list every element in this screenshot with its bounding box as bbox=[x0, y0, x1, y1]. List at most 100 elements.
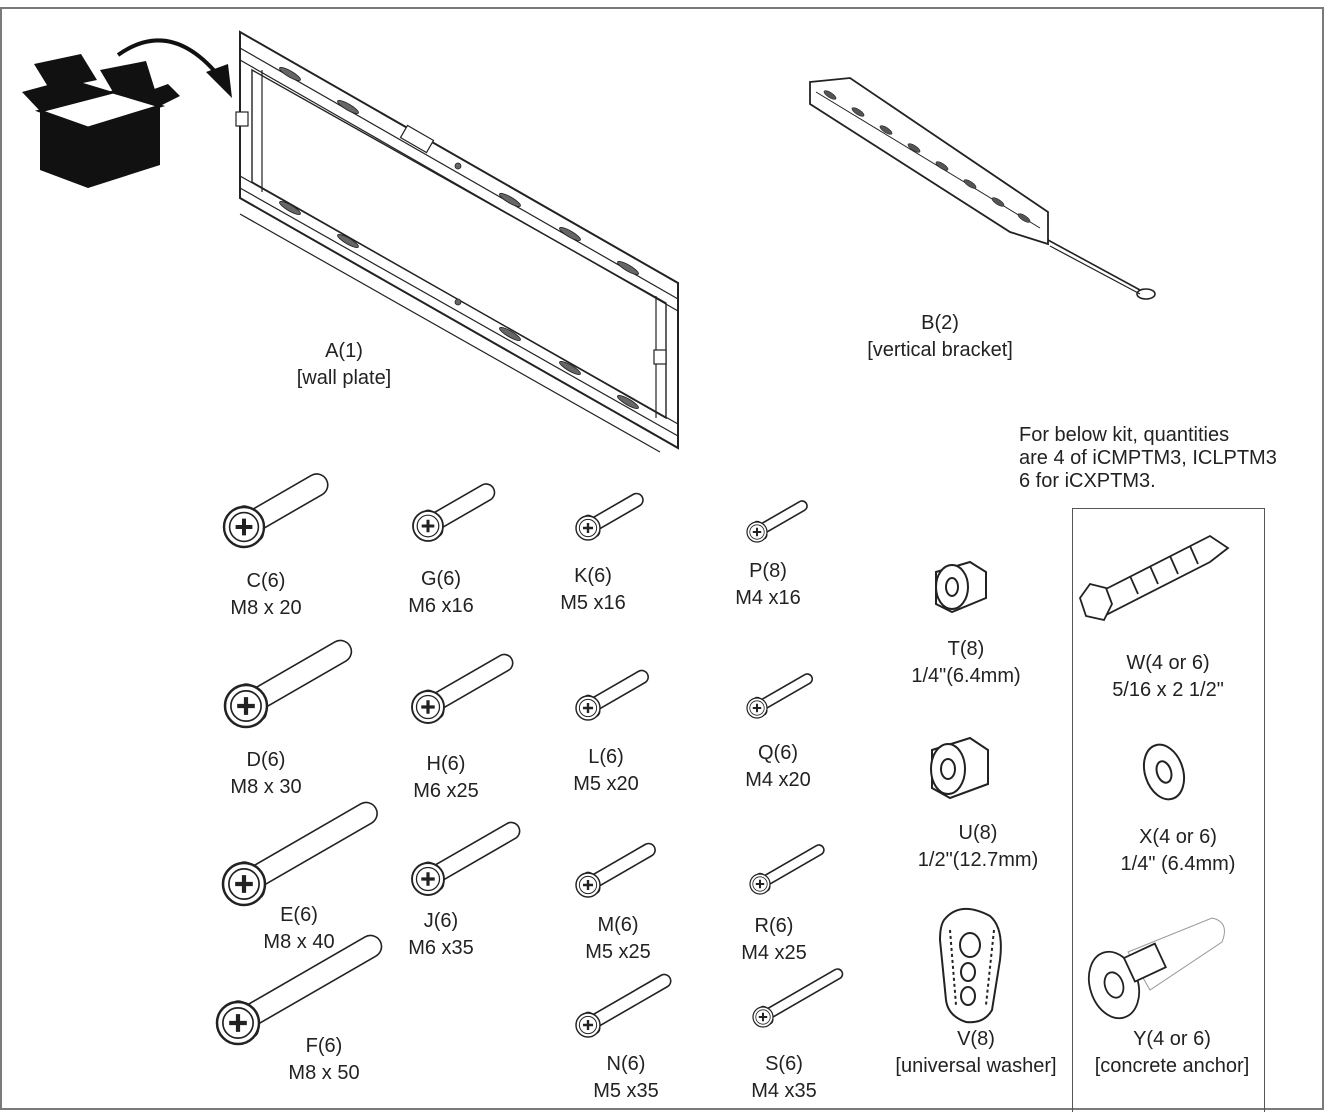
part-id: T(8) bbox=[947, 638, 985, 660]
kit-note-line-3: 6 for iCXPTM3. bbox=[1019, 470, 1156, 492]
part-label-h: H(6) M6 x25 bbox=[413, 751, 479, 805]
part-label-r: R(6) M4 x25 bbox=[741, 913, 807, 967]
part-label-b: B(2) [vertical bracket] bbox=[867, 310, 1013, 364]
part-desc: M8 x 20 bbox=[230, 597, 302, 619]
part-id: Q(6) bbox=[758, 742, 798, 764]
screw-h-icon bbox=[412, 653, 514, 723]
screw-d-icon bbox=[225, 639, 353, 727]
part-desc: M5 x25 bbox=[585, 941, 651, 963]
part-label-u: U(8) 1/2"(12.7mm) bbox=[918, 820, 1038, 874]
part-id: F(6) bbox=[305, 1035, 343, 1057]
part-id: G(6) bbox=[421, 568, 461, 590]
concrete-anchor-drawing bbox=[1087, 917, 1225, 1020]
screw-r-icon bbox=[750, 844, 825, 894]
part-label-a: A(1) [wall plate] bbox=[297, 338, 392, 392]
part-label-e: E(6) M8 x 40 bbox=[263, 902, 334, 956]
part-label-v: V(8) [universal washer] bbox=[895, 1026, 1056, 1080]
part-id: R(6) bbox=[754, 915, 794, 937]
part-desc: [wall plate] bbox=[296, 367, 392, 389]
part-desc: M6 x35 bbox=[408, 937, 474, 959]
part-desc: M8 x 30 bbox=[230, 776, 302, 798]
part-desc: M5 x35 bbox=[593, 1080, 659, 1102]
screw-p-icon bbox=[747, 500, 808, 542]
part-label-t: T(8) 1/4"(6.4mm) bbox=[911, 636, 1020, 690]
part-label-m: M(6) M5 x25 bbox=[585, 912, 651, 966]
part-id: A(1) bbox=[325, 340, 363, 362]
part-desc: 1/4" (6.4mm) bbox=[1120, 853, 1236, 875]
part-desc: M4 x16 bbox=[735, 587, 801, 609]
part-label-p: P(8) M4 x16 bbox=[735, 558, 801, 612]
part-id: K(6) bbox=[574, 565, 612, 587]
screw-q-icon bbox=[747, 673, 813, 718]
part-label-s: S(6) M4 x35 bbox=[751, 1051, 817, 1105]
screw-l-icon bbox=[576, 669, 649, 720]
universal-washer-drawing bbox=[938, 908, 1002, 1024]
part-desc: [concrete anchor] bbox=[1094, 1055, 1250, 1077]
diagram-frame bbox=[0, 7, 1324, 1110]
part-id: B(2) bbox=[921, 312, 959, 334]
screw-g-icon bbox=[413, 483, 496, 541]
part-id: E(6) bbox=[280, 904, 318, 926]
screw-e-icon bbox=[223, 801, 378, 906]
box-icon bbox=[22, 54, 180, 188]
part-label-k: K(6) M5 x16 bbox=[560, 563, 626, 617]
part-desc: 5/16 x 2 1/2" bbox=[1112, 679, 1224, 701]
screw-m-icon bbox=[576, 842, 656, 897]
part-desc: M4 x35 bbox=[751, 1080, 817, 1102]
screw-n-icon bbox=[576, 973, 672, 1038]
vertical-bracket-drawing bbox=[809, 77, 1156, 300]
lag-bolt-drawing bbox=[1079, 534, 1230, 622]
part-id: U(8) bbox=[958, 822, 998, 844]
part-label-f: F(6) M8 x 50 bbox=[288, 1033, 359, 1087]
spacer-u-drawing bbox=[930, 736, 989, 800]
spacer-t-drawing bbox=[935, 560, 987, 614]
part-id: L(6) bbox=[588, 746, 624, 768]
part-desc: M5 x16 bbox=[560, 592, 626, 614]
part-label-c: C(6) M8 x 20 bbox=[230, 568, 301, 622]
screw-drawings bbox=[217, 473, 844, 1045]
kit-note-line-2: are 4 of iCMPTM3, ICLPTM3 bbox=[1019, 447, 1277, 469]
part-label-l: L(6) M5 x20 bbox=[573, 744, 639, 798]
screw-c-icon bbox=[224, 473, 329, 547]
screw-k-icon bbox=[576, 492, 644, 540]
part-desc: M5 x20 bbox=[573, 773, 639, 795]
screw-j-icon bbox=[412, 821, 521, 895]
part-id: D(6) bbox=[246, 749, 286, 771]
part-id: N(6) bbox=[606, 1053, 646, 1075]
part-desc: 1/4"(6.4mm) bbox=[911, 665, 1021, 687]
part-id: J(6) bbox=[423, 910, 459, 932]
part-label-q: Q(6) M4 x20 bbox=[745, 740, 811, 794]
part-id: S(6) bbox=[765, 1053, 803, 1075]
part-label-n: N(6) M5 x35 bbox=[593, 1051, 659, 1105]
part-desc: [vertical bracket] bbox=[867, 339, 1013, 361]
part-desc: 1/2"(12.7mm) bbox=[917, 849, 1039, 871]
anchor-kit-box bbox=[1072, 508, 1265, 1112]
part-desc: M4 x25 bbox=[741, 942, 807, 964]
part-label-j: J(6) M6 x35 bbox=[408, 908, 474, 962]
part-desc: M6 x25 bbox=[413, 780, 479, 802]
part-id: M(6) bbox=[597, 914, 639, 936]
part-id: Y(4 or 6) bbox=[1133, 1028, 1211, 1050]
unpack-arrow-icon bbox=[116, 38, 232, 98]
kit-quantity-note: For below kit, quantities are 4 of iCMPT… bbox=[1019, 424, 1277, 493]
part-label-x: X(4 or 6) 1/4" (6.4mm) bbox=[1121, 824, 1236, 878]
wall-plate-drawing bbox=[235, 30, 679, 453]
part-id: W(4 or 6) bbox=[1126, 652, 1210, 674]
part-label-y: Y(4 or 6) [concrete anchor] bbox=[1095, 1026, 1250, 1080]
part-label-d: D(6) M8 x 30 bbox=[230, 747, 301, 801]
part-label-w: W(4 or 6) 5/16 x 2 1/2" bbox=[1112, 650, 1224, 704]
part-label-g: G(6) M6 x16 bbox=[408, 566, 474, 620]
part-id: H(6) bbox=[426, 753, 466, 775]
screw-s-icon bbox=[753, 968, 844, 1027]
flat-washer-drawing bbox=[1142, 743, 1186, 801]
part-id: V(8) bbox=[957, 1028, 995, 1050]
kit-note-line-1: For below kit, quantities bbox=[1019, 424, 1230, 446]
part-desc: M8 x 50 bbox=[288, 1062, 360, 1084]
screw-f-icon bbox=[217, 934, 383, 1045]
part-id: P(8) bbox=[749, 560, 787, 582]
part-id: C(6) bbox=[246, 570, 286, 592]
part-desc: M6 x16 bbox=[408, 595, 474, 617]
part-desc: M8 x 40 bbox=[263, 931, 335, 953]
